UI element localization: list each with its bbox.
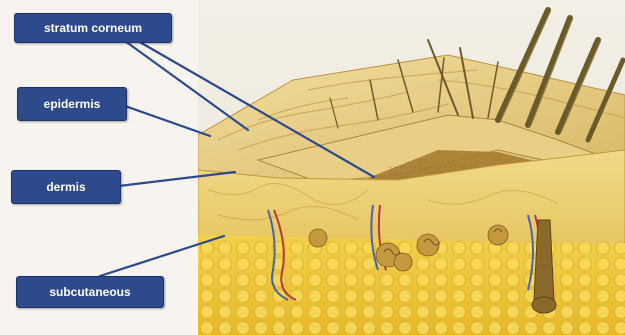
label-dermis-text: dermis — [46, 181, 85, 193]
label-subcutaneous: subcutaneous — [16, 276, 164, 308]
label-stratum-corneum-text: stratum corneum — [44, 22, 142, 34]
label-dermis: dermis — [11, 170, 121, 204]
label-epidermis-text: epidermis — [44, 98, 101, 110]
skin-cross-section-illustration — [198, 0, 625, 335]
label-epidermis: epidermis — [17, 87, 127, 121]
label-stratum-corneum: stratum corneum — [14, 13, 172, 43]
label-subcutaneous-text: subcutaneous — [49, 286, 130, 298]
